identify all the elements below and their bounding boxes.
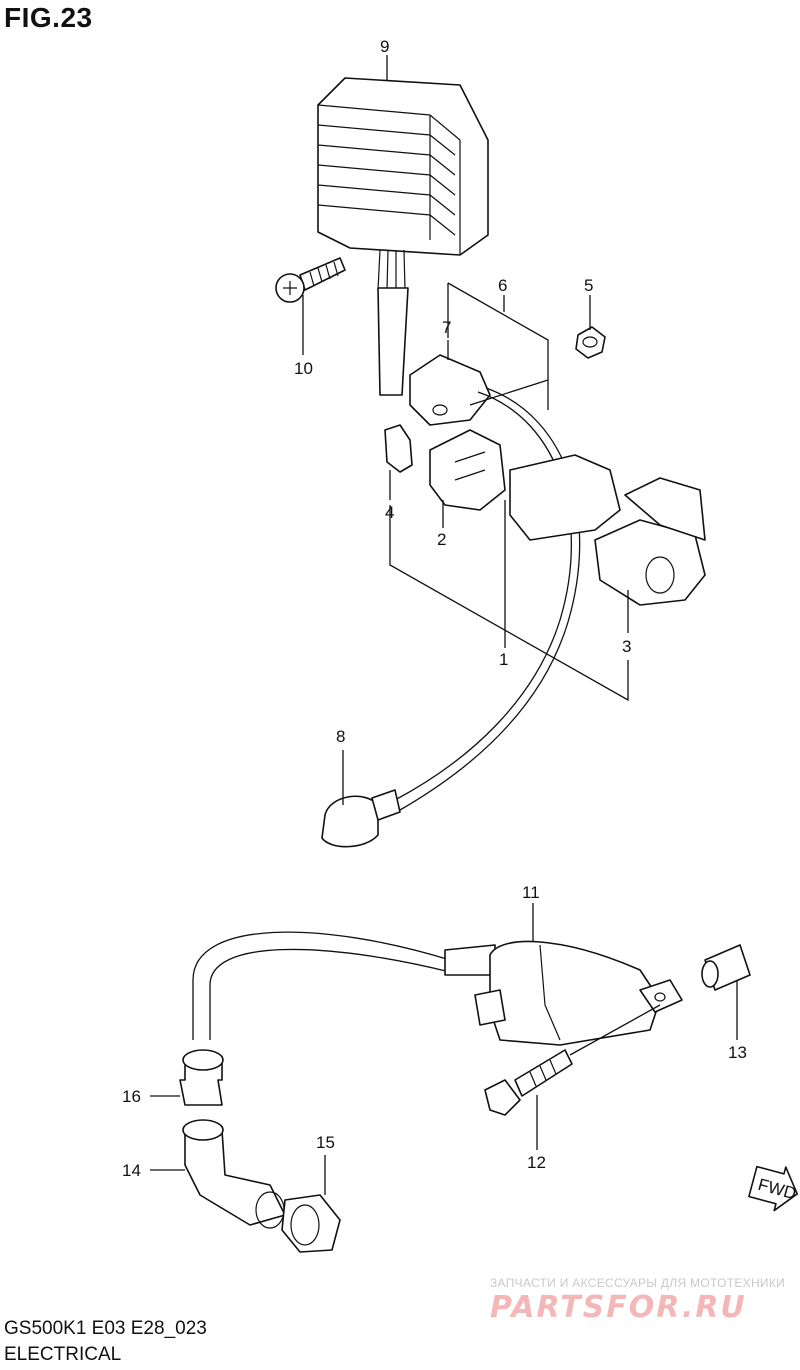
- leader-lines: [302, 55, 629, 805]
- part-11-ignition-coil[interactable]: [192, 931, 683, 1046]
- part-5-nut[interactable]: [575, 326, 606, 359]
- part-3-handlebar-switch[interactable]: [509, 454, 706, 606]
- callout-5: 5: [584, 276, 593, 295]
- callout-1: 1: [499, 650, 508, 669]
- part-7-switch-housing[interactable]: [409, 354, 491, 426]
- callout-8: 8: [336, 727, 345, 746]
- callout-4: 4: [385, 503, 394, 522]
- callout-2: 2: [437, 530, 446, 549]
- callout-11: 11: [522, 883, 540, 902]
- callout-12: 12: [527, 1153, 546, 1172]
- callout-16: 16: [122, 1087, 141, 1106]
- part-15-cap[interactable]: [281, 1194, 341, 1253]
- footer-section: ELECTRICAL: [4, 1344, 122, 1365]
- part-10-bolt[interactable]: [275, 257, 346, 303]
- part-14-elbow-boot[interactable]: [182, 1119, 286, 1229]
- callout-14: 14: [122, 1161, 141, 1180]
- part-12-long-bolt[interactable]: [484, 1004, 661, 1116]
- part-4-clip[interactable]: [384, 424, 413, 473]
- part-2-switch-body[interactable]: [429, 429, 506, 511]
- callout-13: 13: [728, 1043, 747, 1062]
- watermark-logo: PARTSFOR.RU: [490, 1290, 747, 1325]
- group-bracket-lines: [389, 282, 629, 702]
- part-8-cable[interactable]: [394, 387, 581, 811]
- callout-7: 7: [442, 318, 451, 337]
- fwd-arrow: FWD: [748, 1165, 798, 1212]
- callout-6: 6: [498, 276, 507, 295]
- part-8-cap[interactable]: [321, 789, 401, 848]
- figure-title: FIG.23: [4, 2, 93, 33]
- watermark-tagline: ЗАПЧАСТИ И АКСЕССУАРЫ ДЛЯ МОТОТЕХНИКИ: [490, 1276, 786, 1290]
- callout-15: 15: [316, 1133, 335, 1152]
- callout-10: 10: [294, 359, 313, 378]
- part-13-spacer[interactable]: [701, 944, 751, 991]
- part-9-regulator-rectifier[interactable]: [317, 77, 489, 396]
- lower-leader-lines: [150, 903, 738, 1195]
- part-16-grommet[interactable]: [179, 1049, 224, 1106]
- footer-code: GS500K1 E03 E28_023: [4, 1318, 207, 1339]
- callout-3: 3: [622, 637, 631, 656]
- callout-9: 9: [380, 37, 389, 56]
